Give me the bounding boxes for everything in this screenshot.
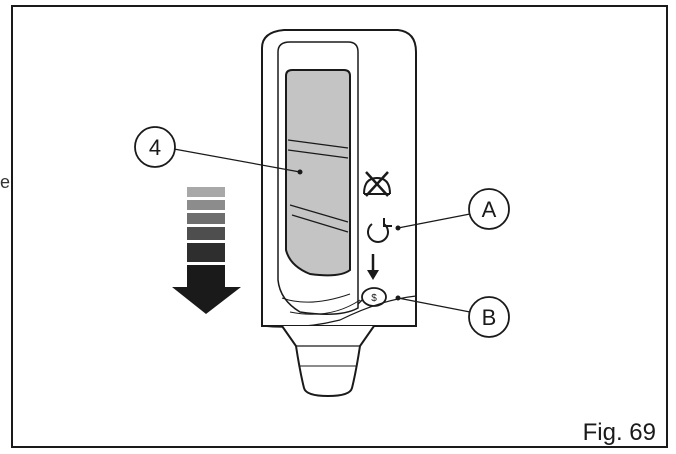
figure-frame [11,5,668,448]
arrow-head [172,265,241,314]
leader-line-4 [173,148,301,173]
crossed-speedometer-icon [363,171,391,197]
gradient-step-4 [187,227,225,240]
callout-a: A [468,188,510,230]
rocker-button [285,69,351,277]
leader-line-b [397,297,471,313]
small-down-arrow-icon [367,254,379,280]
gradient-step-3 [187,213,225,224]
callout-b-label: B [482,305,497,330]
edge-text-fragment: e [0,172,10,192]
svg-text:$: $ [371,293,377,304]
down-arrow-icon [172,187,241,314]
callout-b: B [468,296,510,338]
callout-a-label: A [482,197,497,222]
figure-label: Fig. 69 [583,419,656,446]
leader-line-a [397,213,471,229]
speed-set-icon: $ [357,287,387,307]
gradient-step-1 [187,187,225,197]
gradient-step-5 [187,243,225,262]
callout-4-label: 4 [149,135,161,160]
gradient-step-2 [187,200,225,210]
callout-4: 4 [134,126,176,168]
circular-arrow-icon [367,218,392,243]
